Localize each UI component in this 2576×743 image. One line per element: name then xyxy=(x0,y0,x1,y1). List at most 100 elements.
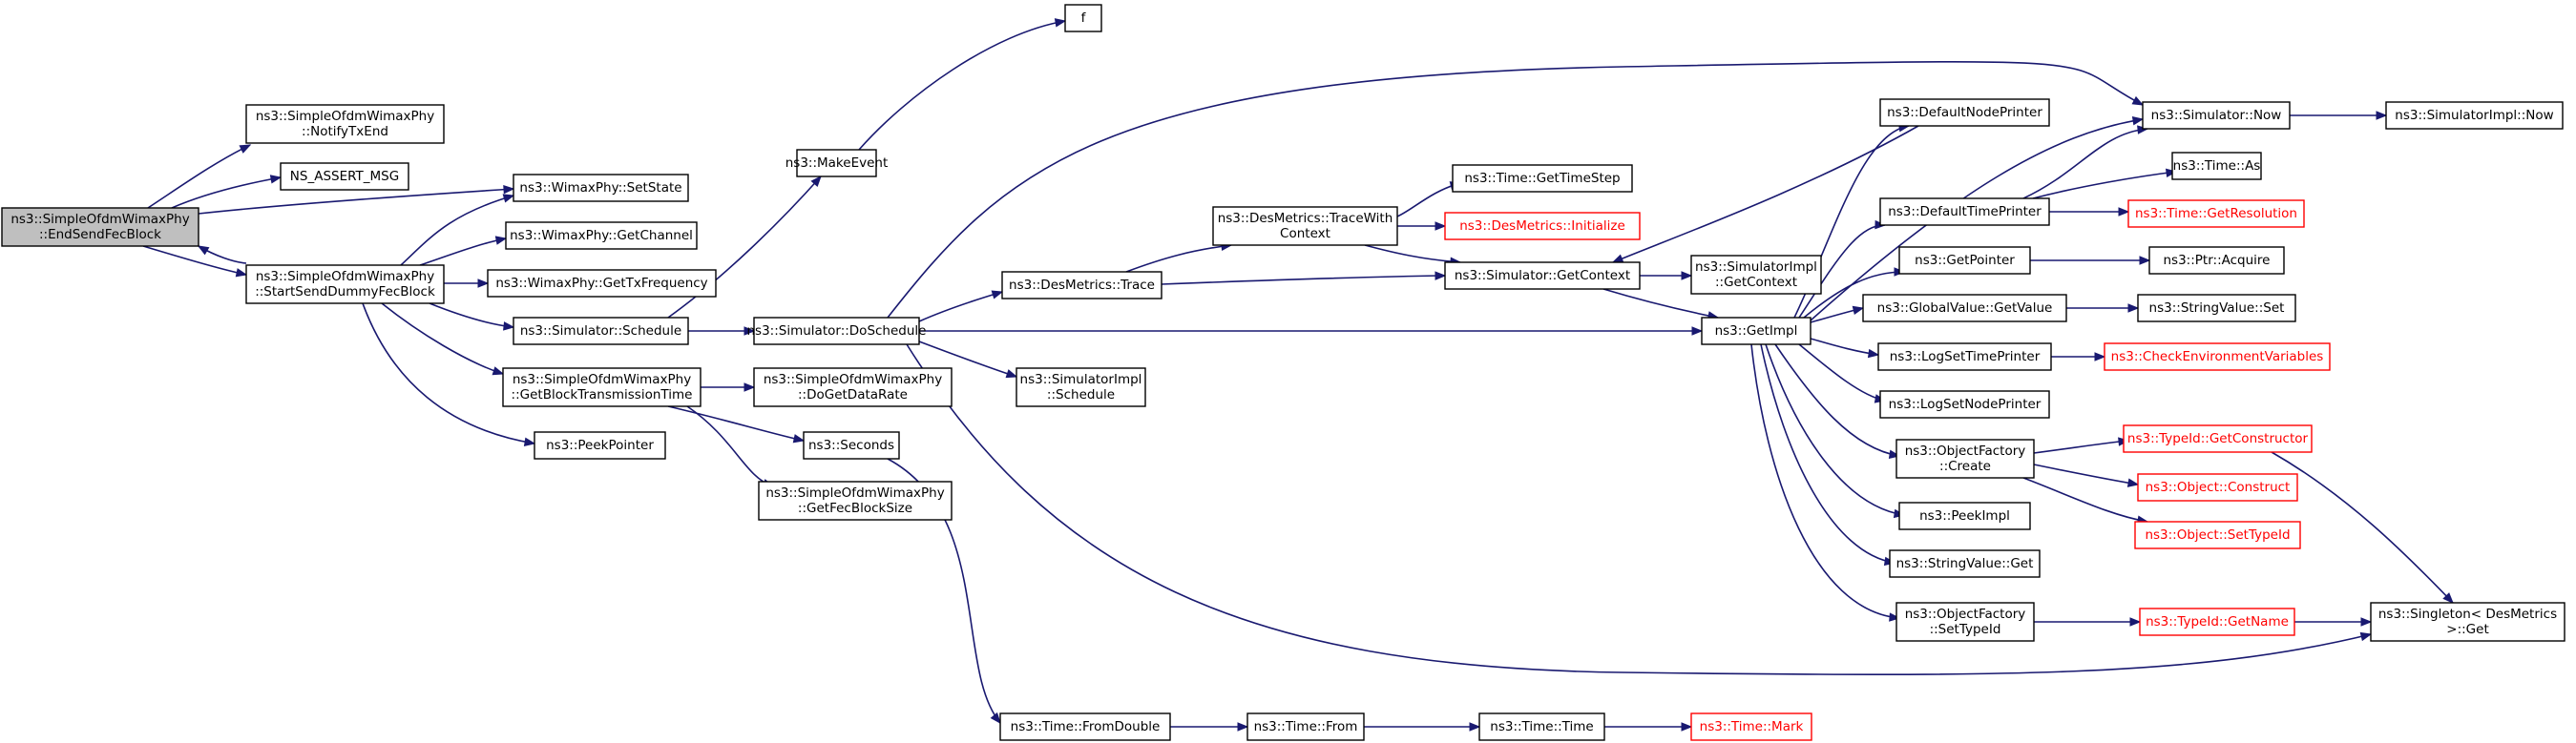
node-objsettypeid[interactable]: ns3::Object::SetTypeId xyxy=(2134,521,2301,549)
edge-getimpl-to-ofcreate xyxy=(1774,343,1900,457)
node-logsetnode[interactable]: ns3::LogSetNodePrinter xyxy=(1879,390,2050,419)
node-box xyxy=(1898,502,2031,530)
node-box xyxy=(2139,608,2295,636)
node-peekpointer[interactable]: ns3::PeekPointer xyxy=(534,431,666,460)
node-setstate[interactable]: ns3::WimaxPhy::SetState xyxy=(513,174,689,202)
node-box xyxy=(796,149,877,177)
node-timefrom[interactable]: ns3::Time::From xyxy=(1246,712,1365,741)
edge-startsend-to-getchannel xyxy=(419,237,507,266)
node-label-line: ns3::SimulatorImpl xyxy=(1020,372,1142,387)
edge-arrowhead xyxy=(2442,592,2454,604)
node-label-line: ns3::LogSetNodePrinter xyxy=(1889,397,2042,412)
node-dminitialize[interactable]: ns3::DesMetrics::Initialize xyxy=(1444,212,1641,240)
node-box xyxy=(280,162,409,191)
edge-arrowhead xyxy=(239,144,252,154)
node-getblocktx[interactable]: ns3::SimpleOfdmWimaxPhy::GetBlockTransmi… xyxy=(502,367,702,407)
node-box xyxy=(1690,712,1812,741)
node-label-line: ns3::ObjectFactory xyxy=(1905,444,2026,459)
node-svset[interactable]: ns3::StringValue::Set xyxy=(2137,294,2296,322)
node-box xyxy=(1016,367,1146,407)
edge-getimpl-to-svget xyxy=(1760,343,1895,564)
node-label-line: ::DoGetDataRate xyxy=(798,387,908,402)
node-ofsettypeid[interactable]: ns3::ObjectFactory::SetTypeId xyxy=(1895,602,2035,642)
node-label-line: ns3::SimulatorImpl xyxy=(1695,259,1817,275)
node-gettimestep[interactable]: ns3::Time::GetTimeStep xyxy=(1452,164,1633,193)
node-label-line: ::GetContext xyxy=(1715,275,1797,290)
node-deftimeprinter[interactable]: ns3::DefaultTimePrinter xyxy=(1879,197,2050,226)
node-singleton[interactable]: ns3::Singleton< DesMetrics >::Get xyxy=(2370,602,2566,642)
node-box xyxy=(245,264,445,304)
node-box xyxy=(245,104,445,144)
node-implgetcontext[interactable]: ns3::SimulatorImpl::GetContext xyxy=(1690,255,1822,295)
node-box xyxy=(1212,206,1398,246)
node-startsend[interactable]: ns3::SimpleOfdmWimaxPhy::StartSendDummyF… xyxy=(245,264,445,304)
node-label-line: >::Get xyxy=(2446,622,2488,637)
node-nsassert[interactable]: NS_ASSERT_MSG xyxy=(280,162,409,191)
edge-arrowhead xyxy=(2129,617,2142,627)
node-timeas[interactable]: ns3::Time::As xyxy=(2171,152,2262,180)
node-getchannel[interactable]: ns3::WimaxPhy::GetChannel xyxy=(505,221,698,250)
node-notify[interactable]: ns3::SimpleOfdmWimaxPhy::NotifyTxEnd xyxy=(245,104,445,144)
node-getpointer[interactable]: ns3::GetPointer xyxy=(1898,246,2031,275)
node-implnow[interactable]: ns3::SimulatorImpl::Now xyxy=(2385,101,2564,130)
edge-getblocktx-to-seconds xyxy=(667,405,805,442)
edge-arrowhead xyxy=(2118,207,2130,217)
node-gvgetvalue[interactable]: ns3::GlobalValue::GetValue xyxy=(1862,294,2067,322)
node-label-line: ::SetTypeId xyxy=(1930,622,2001,637)
node-getimpl[interactable]: ns3::GetImpl xyxy=(1701,317,1812,345)
node-simnow[interactable]: ns3::Simulator::Now xyxy=(2142,101,2291,130)
node-simimplschedule[interactable]: ns3::SimulatorImpl::Schedule xyxy=(1016,367,1146,407)
node-logsettime[interactable]: ns3::LogSetTimePrinter xyxy=(1877,342,2052,371)
edge-schedule-to-makeevent xyxy=(667,175,822,319)
node-getcontext[interactable]: ns3::Simulator::GetContext xyxy=(1444,261,1641,290)
node-box xyxy=(1,207,199,247)
node-timetime[interactable]: ns3::Time::Time xyxy=(1478,712,1605,741)
node-box xyxy=(753,367,953,407)
edge-arrowhead xyxy=(743,326,756,336)
edge-arrowhead xyxy=(1054,18,1067,28)
node-label-line: ::StartSendDummyFecBlock xyxy=(255,284,435,299)
node-getconstructor[interactable]: ns3::TypeId::GetConstructor xyxy=(2123,424,2313,453)
node-doschedule[interactable]: ns3::Simulator::DoSchedule xyxy=(747,317,927,345)
node-box xyxy=(2123,424,2313,453)
node-ofcreate[interactable]: ns3::ObjectFactory::Create xyxy=(1895,439,2035,479)
edge-arrowhead xyxy=(2359,631,2373,642)
node-fromdouble[interactable]: ns3::Time::FromDouble xyxy=(999,712,1171,741)
edge-startsend-to-peekpointer xyxy=(362,302,535,444)
edge-arrowhead xyxy=(2094,352,2106,361)
node-makeevent[interactable]: ns3::MakeEvent xyxy=(785,149,889,177)
node-desmetricstrace[interactable]: ns3::DesMetrics::Trace xyxy=(1001,271,1162,299)
node-box xyxy=(1895,439,2035,479)
node-label-line: ::GetBlockTransmissionTime xyxy=(512,387,693,402)
node-f[interactable]: f xyxy=(1064,4,1102,32)
node-label-line: ns3::ObjectFactory xyxy=(1905,607,2026,622)
node-dogetdatarate[interactable]: ns3::SimpleOfdmWimaxPhy::DoGetDataRate xyxy=(753,367,953,407)
node-label-line: ns3::Simulator::Now xyxy=(2151,108,2282,123)
node-label-line: ns3::PeekImpl xyxy=(1919,508,2010,524)
node-defnodeprinter[interactable]: ns3::DefaultNodePrinter xyxy=(1879,98,2050,127)
node-box xyxy=(758,481,953,521)
edge-desmetricstrace-to-tracewith xyxy=(1125,244,1232,273)
node-seconds[interactable]: ns3::Seconds xyxy=(803,431,900,460)
node-getfecblocksize[interactable]: ns3::SimpleOfdmWimaxPhy::GetFecBlockSize xyxy=(758,481,953,521)
node-typeidgetname[interactable]: ns3::TypeId::GetName xyxy=(2139,608,2295,636)
edge-arrowhead xyxy=(197,245,210,256)
node-getresolution[interactable]: ns3::Time::GetResolution xyxy=(2127,199,2305,228)
node-gettxfreq[interactable]: ns3::WimaxPhy::GetTxFrequency xyxy=(487,269,717,298)
node-label-line: ns3::StringValue::Get xyxy=(1896,556,2034,571)
node-label-line: ns3::PeekPointer xyxy=(546,438,654,453)
node-label-line: ns3::GetPointer xyxy=(1915,253,2015,268)
node-svget[interactable]: ns3::StringValue::Get xyxy=(1889,549,2041,578)
node-objconstruct[interactable]: ns3::Object::Construct xyxy=(2137,473,2298,502)
node-checkenv[interactable]: ns3::CheckEnvironmentVariables xyxy=(2104,342,2331,371)
node-timemark[interactable]: ns3::Time::Mark xyxy=(1690,712,1812,741)
node-endsend[interactable]: ns3::SimpleOfdmWimaxPhy::EndSendFecBlock xyxy=(1,207,199,247)
edge-arrowhead xyxy=(1435,271,1447,280)
node-peekimpl[interactable]: ns3::PeekImpl xyxy=(1898,502,2031,530)
node-box xyxy=(2385,101,2564,130)
edge-tracewith-to-getcontext xyxy=(1364,244,1461,263)
node-schedule[interactable]: ns3::Simulator::Schedule xyxy=(513,317,689,345)
node-label-line: ns3::Simulator::GetContext xyxy=(1455,268,1630,283)
node-ptracquire[interactable]: ns3::Ptr::Acquire xyxy=(2148,246,2285,275)
